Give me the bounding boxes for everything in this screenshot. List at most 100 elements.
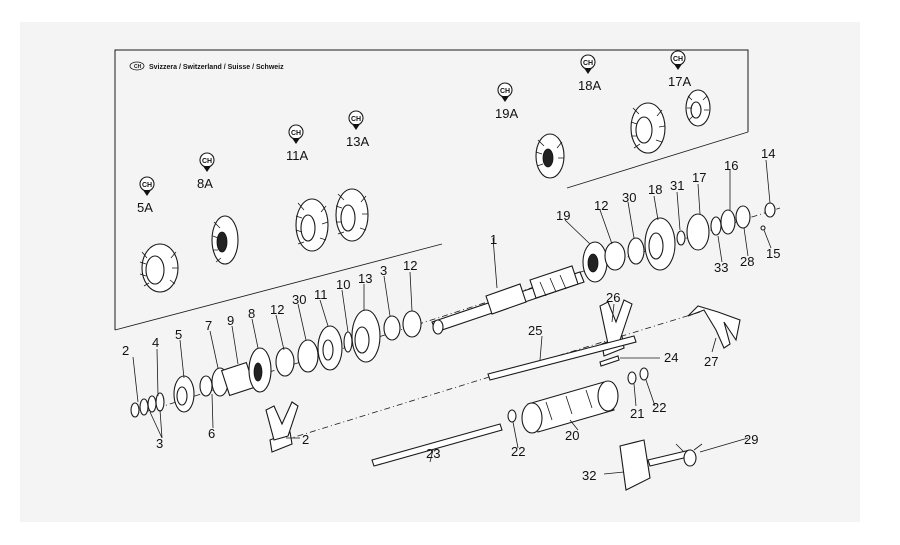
label-part-6: 6 — [208, 426, 215, 441]
gear-17a — [685, 89, 711, 127]
label-part-29: 29 — [744, 432, 758, 447]
label-part-12: 12 — [270, 302, 284, 317]
right-gear-stack — [582, 202, 776, 283]
washer-22-right — [639, 367, 649, 381]
label-part-30-right: 30 — [622, 190, 636, 205]
label-part-2-fork: 2 — [302, 432, 309, 447]
ch-pointer-icon — [584, 68, 592, 74]
label-part-2: 2 — [122, 343, 129, 358]
callout-ref-5a: 5A — [137, 200, 153, 215]
label-part-5: 5 — [175, 327, 182, 342]
gear-11a — [295, 198, 329, 252]
label-part-22-left: 22 — [511, 444, 525, 459]
ch-pointer-icon — [352, 124, 360, 130]
label-part-13: 13 — [358, 271, 372, 286]
washer-22-left — [507, 409, 517, 423]
ch-pointer-icon — [674, 64, 682, 70]
inset-frame — [114, 49, 749, 330]
label-part-17: 17 — [692, 170, 706, 185]
selector-drum-20 — [521, 380, 619, 434]
label-part-28: 28 — [740, 254, 754, 269]
ch-pointer-icon — [203, 166, 211, 172]
callout-ref-18a: 18A — [578, 78, 601, 93]
country-header: CH Svizzera / Switzerland / Suisse / Sch… — [129, 61, 284, 71]
label-part-31: 31 — [670, 178, 684, 193]
pin-24 — [599, 355, 620, 367]
callout-ref-11a: 11A — [286, 148, 308, 163]
label-part-21: 21 — [630, 406, 644, 421]
country-title: Svizzera / Switzerland / Suisse / Schwei… — [149, 64, 284, 71]
label-part-12-upper: 12 — [594, 198, 608, 213]
washer-21 — [627, 371, 637, 385]
gear-13a — [335, 188, 369, 242]
label-part-19: 19 — [556, 208, 570, 223]
label-part-12-right: 12 — [403, 258, 417, 273]
label-part-11: 11 — [314, 287, 328, 302]
inset-frame-diagonal-right — [566, 131, 749, 189]
ch-callout-8a: CH 8A — [197, 152, 215, 191]
fork-rod-25 — [487, 335, 637, 381]
callout-ref-13a: 13A — [346, 134, 369, 149]
ch-badge-text: CH — [583, 60, 593, 67]
label-part-30-left: 30 — [292, 292, 306, 307]
ch-callout-5a: CH 5A — [137, 176, 155, 215]
main-shaft-1 — [431, 265, 585, 335]
part-number-labels: 1 2 3 4 5 6 7 8 9 10 11 12 13 14 15 16 1… — [122, 146, 780, 483]
label-part-25: 25 — [528, 323, 542, 338]
header-badge-text: CH — [134, 64, 142, 70]
label-part-14: 14 — [761, 146, 775, 161]
left-gear-stack — [130, 309, 422, 418]
label-part-7: 7 — [205, 318, 212, 333]
ch-badge-text: CH — [291, 130, 301, 137]
label-part-24: 24 — [664, 350, 678, 365]
label-part-23: 23 — [426, 446, 440, 461]
callout-ref-19a: 19A — [495, 106, 518, 121]
spring-29 — [675, 443, 703, 467]
gear-5a — [139, 243, 179, 293]
ch-callout-19a: CH 19A — [495, 82, 518, 121]
ch-callouts: CH 5A CH 8A CH 11A CH 13A CH 19A CH 18A CH 17A — [137, 50, 691, 215]
inset-frame-diagonal — [114, 243, 443, 331]
ch-badge-text: CH — [673, 56, 683, 63]
ch-badge-text: CH — [142, 182, 152, 189]
label-part-4: 4 — [152, 335, 159, 350]
shift-fork-2 — [265, 401, 299, 453]
ch-flag-icon — [129, 61, 145, 71]
shift-fork-27 — [687, 305, 741, 349]
gear-8a — [211, 215, 239, 265]
label-part-26: 26 — [606, 290, 620, 305]
fork-rod-23 — [371, 423, 503, 467]
callout-ref-8a: 8A — [197, 176, 213, 191]
label-part-3-right: 3 — [380, 263, 387, 278]
selector-plate-32 — [619, 439, 693, 491]
ch-badge-text: CH — [351, 116, 361, 123]
ch-callout-18a: CH 18A — [578, 54, 601, 93]
label-part-33: 33 — [714, 260, 728, 275]
ch-badge-text: CH — [500, 88, 510, 95]
ch-pointer-icon — [292, 138, 300, 144]
label-part-15: 15 — [766, 246, 780, 261]
gear-19a — [535, 133, 565, 179]
label-part-32: 32 — [582, 468, 596, 483]
ch-callout-13a: CH 13A — [346, 110, 369, 149]
ch-pointer-icon — [143, 190, 151, 196]
label-part-16: 16 — [724, 158, 738, 173]
gear-18a — [630, 102, 666, 154]
label-part-20: 20 — [565, 428, 579, 443]
label-part-22-right: 22 — [652, 400, 666, 415]
label-part-9: 9 — [227, 313, 234, 328]
ch-callout-17a: CH 17A — [668, 50, 691, 89]
ch-callout-11a: CH 11A — [286, 124, 308, 163]
label-part-18: 18 — [648, 182, 662, 197]
label-part-1: 1 — [490, 232, 497, 247]
ch-pointer-icon — [501, 96, 509, 102]
ch-badge-text: CH — [202, 158, 212, 165]
callout-ref-17a: 17A — [668, 74, 691, 89]
label-part-10: 10 — [336, 277, 350, 292]
label-part-8: 8 — [248, 306, 255, 321]
leader-lines — [132, 159, 772, 475]
label-part-27: 27 — [704, 354, 718, 369]
label-part-3: 3 — [156, 436, 163, 451]
